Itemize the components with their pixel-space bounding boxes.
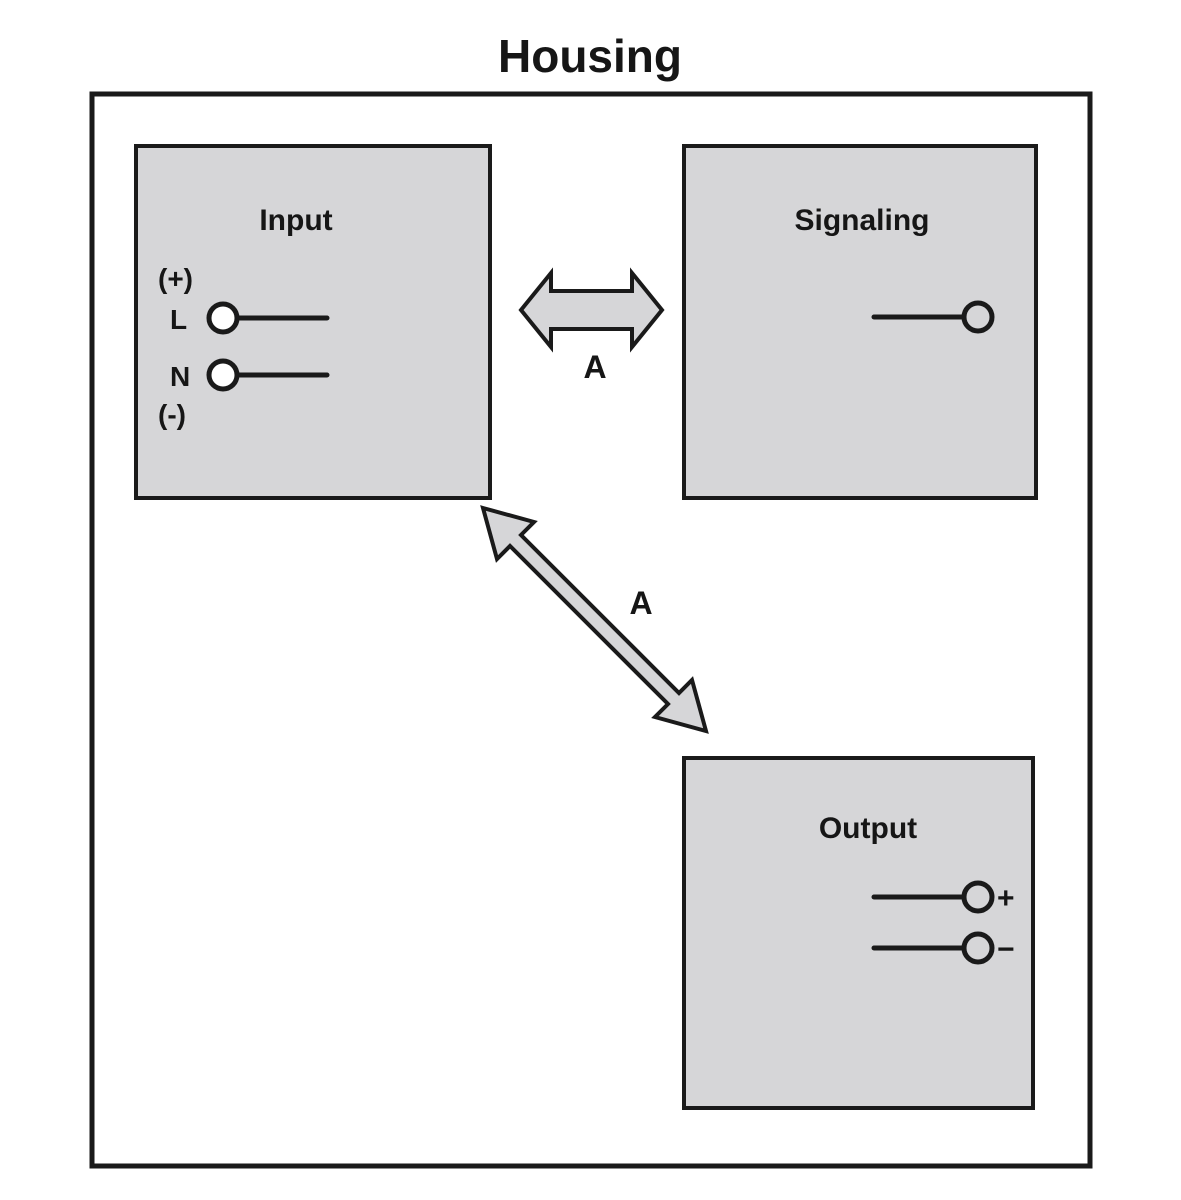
output-terminal-positive: +: [871, 880, 1015, 915]
input-terminal-l-label: L: [170, 304, 187, 335]
arrow-horizontal-label: A: [583, 349, 606, 385]
block-signaling: Signaling: [682, 144, 1038, 500]
block-input: Input (+) L N (-): [134, 144, 492, 500]
output-terminal-negative-label: −: [997, 933, 1015, 966]
output-terminal-positive-connector-icon: [961, 880, 995, 914]
output-terminal-negative: −: [871, 931, 1015, 966]
signaling-terminal: [871, 300, 995, 334]
input-terminal-n-label: N: [170, 361, 190, 392]
double-arrow-diagonal-icon: [480, 505, 709, 734]
output-block-title: Output: [819, 812, 917, 845]
input-block-title: Input: [259, 204, 332, 237]
page-title: Housing: [498, 30, 682, 82]
input-polarity-negative-label: (-): [158, 399, 186, 430]
input-block-body: [134, 144, 492, 500]
signaling-block-title: Signaling: [795, 204, 930, 237]
block-output: Output + −: [682, 756, 1035, 1110]
arrow-horizontal-input-signaling: A: [518, 267, 665, 385]
arrow-diagonal-input-output: A: [480, 505, 709, 734]
arrow-diagonal-label: A: [629, 585, 652, 621]
input-terminal-n: N: [170, 358, 330, 392]
signaling-terminal-connector-icon: [961, 300, 995, 334]
double-arrow-horizontal-icon: [518, 267, 665, 353]
input-terminal-n-connector-icon: [206, 358, 240, 392]
input-polarity-positive-label: (+): [158, 263, 193, 294]
input-terminal-l: L: [170, 301, 330, 335]
input-terminal-l-connector-icon: [206, 301, 240, 335]
output-terminal-positive-label: +: [997, 882, 1015, 915]
output-terminal-negative-connector-icon: [961, 931, 995, 965]
